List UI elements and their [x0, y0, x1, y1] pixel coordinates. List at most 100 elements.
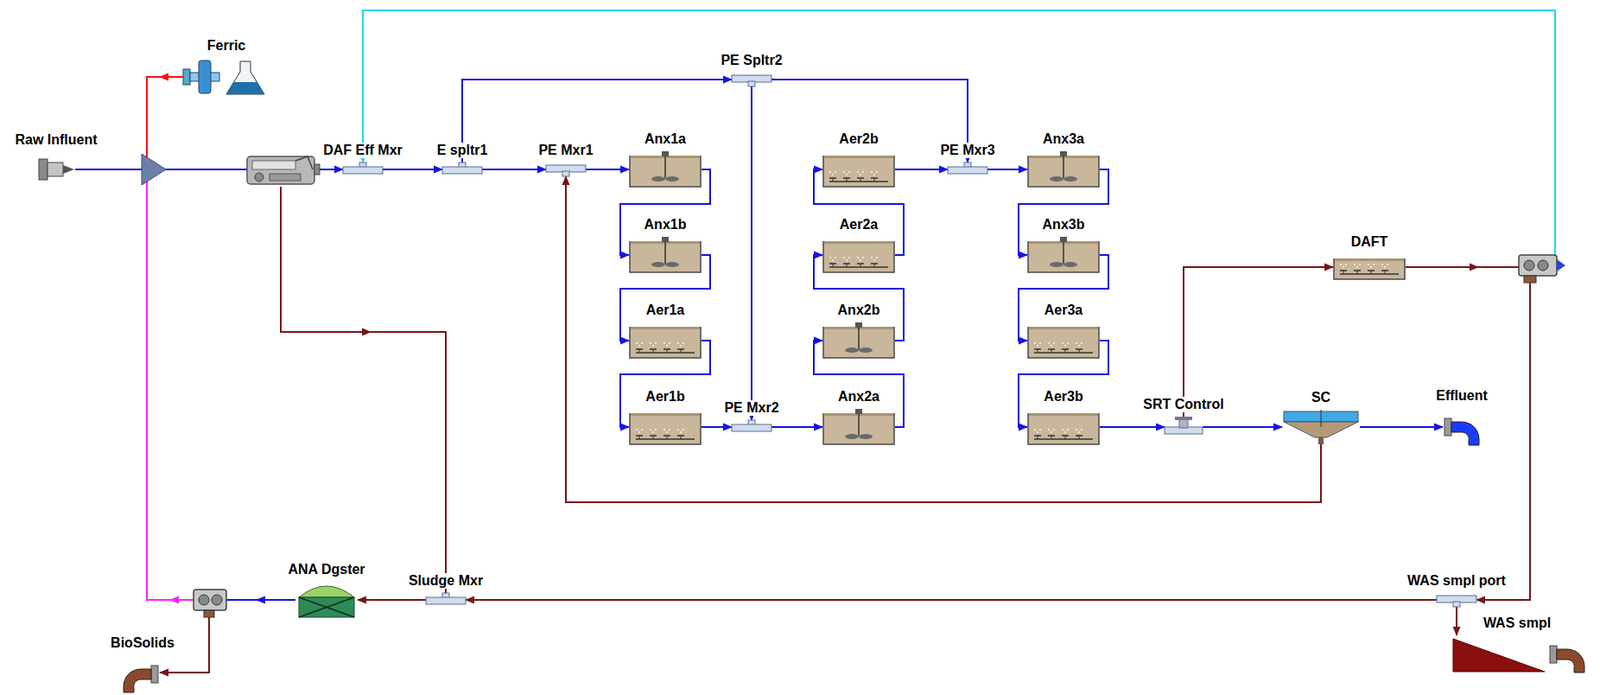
unit-label: Aer1a — [644, 302, 686, 318]
sludge-pipe — [280, 186, 446, 593]
unit-icon — [731, 419, 772, 434]
process-pipe — [482, 168, 547, 171]
pipe-splitter: PE Spltr2 — [731, 72, 772, 87]
process-pipe — [565, 176, 1321, 502]
unit-icon — [628, 236, 702, 274]
unit-icon — [425, 592, 466, 607]
anoxic-tank: Anx1b — [628, 236, 702, 274]
process-pipe — [465, 598, 1437, 601]
thickening-unit — [1518, 254, 1566, 283]
pipe-mixer: DAF Eff Mxr — [342, 162, 383, 177]
unit-icon — [822, 236, 896, 274]
flow-arrow — [255, 596, 266, 604]
process-pipe — [1202, 425, 1283, 428]
unit-icon — [731, 72, 772, 87]
biosolids-outlet: BioSolids — [125, 654, 160, 690]
process-pipe — [771, 425, 823, 428]
unit-label: Aer2a — [838, 216, 880, 233]
unit-icon — [1027, 322, 1100, 359]
unit-label: Aer2b — [837, 131, 880, 147]
unit-icon — [1436, 592, 1477, 607]
unit-icon — [295, 581, 358, 618]
sample-outlet: WAS smpl — [1447, 634, 1587, 674]
unit-label: Anx2b — [836, 302, 883, 318]
flow-arrow — [169, 596, 179, 604]
unit-label: Aer3b — [1041, 388, 1085, 405]
srt-valve: SRT Control — [1164, 416, 1203, 438]
process-pipe — [382, 168, 443, 171]
process-pipe — [1099, 425, 1165, 428]
unit-icon — [1333, 253, 1406, 280]
unit-icon — [1282, 409, 1360, 445]
process-pipe — [750, 86, 753, 420]
unit-label: Aer1b — [643, 388, 686, 405]
unit-label: PE Mxr1 — [536, 142, 595, 159]
process-pipe — [585, 168, 629, 171]
unit-icon — [342, 162, 383, 177]
process-pipe — [1455, 606, 1458, 635]
anoxic-tank: Anx3a — [1027, 151, 1100, 188]
unit-label: Ferric — [205, 38, 248, 54]
thickener-tank: DAFT — [1333, 253, 1406, 280]
unit-icon — [183, 57, 270, 96]
unit-label: Anx1b — [642, 216, 689, 233]
unit-icon — [1442, 407, 1481, 446]
chemical-dosing: Ferric — [183, 57, 270, 96]
unit-label: Raw Influent — [12, 132, 99, 148]
anoxic-tank: Anx3b — [1027, 236, 1100, 274]
unit-label: Anx2a — [836, 388, 882, 405]
unit-label: PE Mxr2 — [722, 400, 781, 416]
process-pipe — [1359, 425, 1443, 428]
unit-label: Anx1a — [642, 131, 688, 147]
flow-arrow — [361, 328, 372, 337]
unit-icon — [822, 151, 896, 188]
aerobic-tank: Aer1b — [628, 408, 702, 445]
unit-label: Anx3a — [1041, 131, 1086, 147]
unit-icon — [822, 322, 896, 359]
unit-label: SC — [1309, 389, 1333, 406]
unit-label: BioSolids — [108, 634, 177, 651]
unit-label: DAF Eff Mxr — [321, 142, 405, 159]
daf-unit — [247, 156, 320, 185]
unit-icon — [1027, 151, 1100, 188]
unit-icon — [628, 322, 702, 359]
unit-icon — [546, 162, 586, 177]
sludge-pipe — [1405, 266, 1521, 268]
anoxic-tank: Anx2b — [822, 322, 896, 359]
process-pipe — [1183, 266, 1334, 417]
anoxic-tank: Anx1a — [628, 151, 702, 188]
unit-icon — [628, 408, 702, 445]
pipe-mixer: E spltr1 — [442, 162, 483, 177]
unit-icon — [1027, 408, 1100, 445]
unit-label: Aer3a — [1042, 302, 1085, 318]
process-pipe — [701, 425, 732, 428]
unit-icon — [1027, 236, 1100, 274]
pipe-mixer: Sludge Mxr — [425, 592, 466, 607]
process-pipe — [362, 10, 1556, 267]
aerobic-tank: Aer2a — [822, 236, 896, 274]
influent-source: Raw Influent — [37, 152, 76, 187]
unit-icon — [822, 408, 896, 445]
unit-label: WAS smpl port — [1405, 572, 1508, 589]
process-pipe — [159, 599, 296, 673]
anoxic-tank: Anx2a — [822, 408, 896, 445]
pipe-mixer: PE Mxr3 — [947, 162, 988, 177]
unit-label: PE Mxr3 — [938, 142, 997, 159]
process-pipe — [462, 79, 732, 163]
filtrate-pipe — [146, 179, 194, 600]
unit-icon — [628, 151, 702, 188]
unit-icon — [125, 654, 160, 690]
effluent-outlet: Effluent — [1442, 407, 1481, 446]
anaerobic-digester: ANA Dgster — [295, 581, 358, 618]
unit-label: PE Spltr2 — [718, 52, 784, 69]
dewatering-unit — [193, 589, 227, 617]
flow-arrow — [1469, 263, 1480, 272]
process-pipe — [895, 168, 948, 171]
influent-splitter — [141, 153, 166, 185]
unit-label: E spltr1 — [435, 142, 490, 159]
unit-label: Effluent — [1434, 387, 1490, 404]
aerobic-tank: Aer3b — [1027, 408, 1100, 445]
